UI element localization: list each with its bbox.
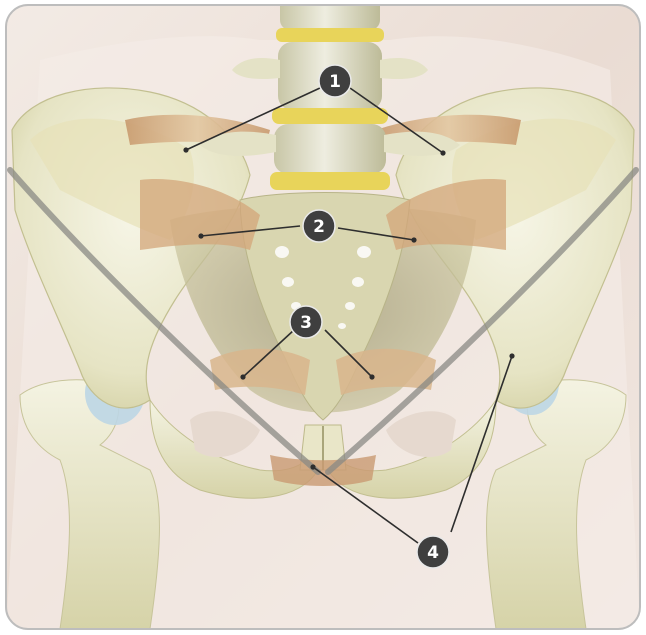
callout-1-badge: 1	[319, 65, 351, 97]
callout-2-badge: 2	[303, 210, 335, 242]
callout-1-label: 1	[329, 72, 341, 92]
illustration-frame: 1 2 3 4	[6, 0, 640, 629]
callout-3-label: 3	[300, 313, 312, 333]
callout-3-badge: 3	[290, 306, 322, 338]
callout-4-badge: 4	[417, 536, 449, 568]
callout-2-label: 2	[313, 217, 325, 237]
callout-4-label: 4	[427, 543, 439, 563]
